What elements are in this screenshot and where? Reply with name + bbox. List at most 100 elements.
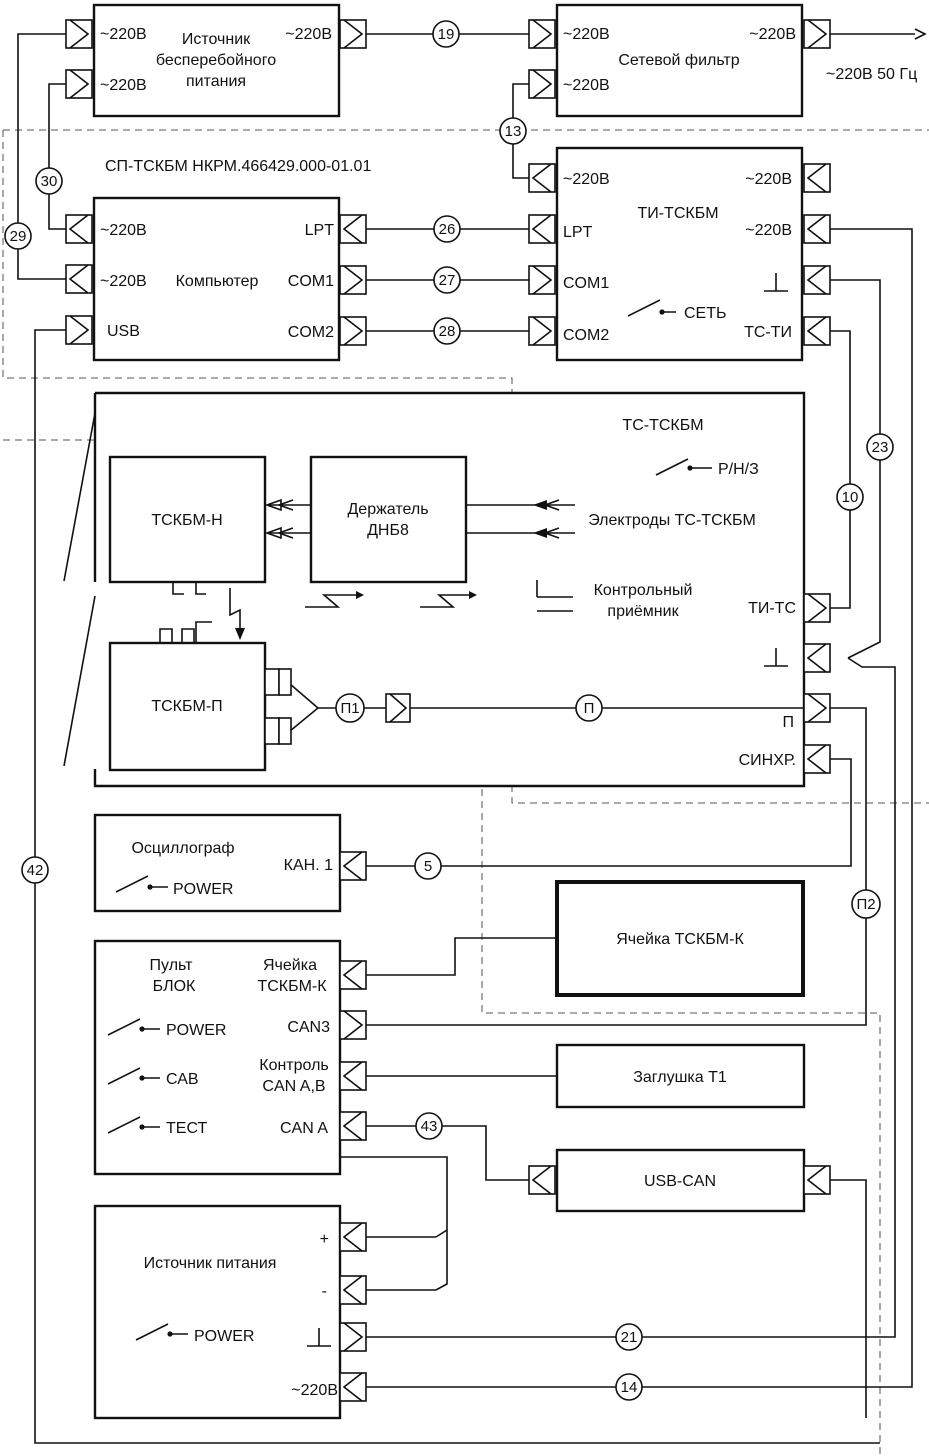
receiver-symbol [536,580,573,612]
ups-in-1-label: ~220В [100,26,147,43]
svg-text:ТЕСТ: ТЕСТ [166,1120,207,1137]
connector [65,264,93,294]
svg-text:23: 23 [872,439,889,456]
svg-text:COM1: COM1 [288,273,334,290]
svg-text:Пульт: Пульт [150,957,194,974]
connector [65,315,93,345]
connector [528,1165,556,1195]
marker-29: 29 [4,222,32,250]
svg-text:Электроды ТС-ТСКБМ: Электроды ТС-ТСКБМ [588,512,756,529]
connectors [65,19,831,1402]
connector [339,265,367,295]
svg-text:~220В: ~220В [563,77,610,94]
holder-block: Держатель ДНБ8 [309,455,468,584]
svg-text:Р/Н/З: Р/Н/З [718,461,759,478]
svg-text:ТСКБМ-Н: ТСКБМ-Н [151,512,222,529]
svg-text:БЛОК: БЛОК [153,978,196,995]
svg-text:POWER: POWER [166,1022,226,1039]
connector [339,1275,367,1305]
connector [528,214,556,244]
svg-text:COM2: COM2 [563,327,609,344]
pult-power-switch-icon [107,1018,160,1036]
usb-can-block: USB-CAN [555,1148,806,1213]
svg-text:Источник питания: Источник питания [144,1255,277,1272]
connector [803,693,831,723]
svg-text:-: - [322,1283,327,1300]
svg-text:ТСКБМ-П: ТСКБМ-П [151,698,222,715]
tskbm-p-block: ТСКБМ-П [108,641,267,772]
connector [803,265,831,295]
svg-text:27: 27 [439,272,456,289]
svg-text:LPT: LPT [563,224,593,241]
marker-23: 23 [866,433,894,461]
marker-43: 43 [415,1112,443,1140]
computer-block: Компьютер ~220В ~220В USB LPT COM1 COM2 [92,196,341,362]
svg-text:5: 5 [424,858,432,875]
svg-text:30: 30 [41,173,58,190]
connector [339,1372,367,1402]
svg-text:ДНБ8: ДНБ8 [367,522,409,539]
svg-text:ТС-ТСКБМ: ТС-ТСКБМ [622,417,703,434]
svg-text:~220В: ~220В [100,222,147,239]
ups-block: Источник бесперебойного питания ~220В ~2… [92,3,341,118]
tc-block-bracket-lines [63,412,96,767]
connector [803,163,831,193]
svg-text:~220В: ~220В [563,26,610,43]
connector [528,19,556,49]
marker-28: 28 [433,317,461,345]
connector [803,643,831,673]
connector [528,316,556,346]
svg-text:29: 29 [10,228,27,245]
marker-p2: П2 [851,889,881,919]
connector [339,19,367,49]
svg-text:СИНХР.: СИНХР. [739,752,796,769]
marker-p: П [575,694,603,722]
connector [339,1322,367,1352]
svg-text:Заглушка Т1: Заглушка Т1 [633,1069,727,1086]
plug-t1-block: Заглушка Т1 [555,1043,806,1109]
ups-in-2-label: ~220В [100,77,147,94]
group-label: СП-ТСКБМ НКРМ.466429.000-01.01 [105,158,371,175]
svg-text:COM1: COM1 [563,275,609,292]
svg-text:Контроль: Контроль [259,1057,329,1074]
svg-text:Осциллограф: Осциллограф [131,840,234,857]
svg-text:Ячейка: Ячейка [263,957,317,974]
svg-text:Ячейка ТСКБМ-К: Ячейка ТСКБМ-К [616,931,744,948]
marker-10: 10 [836,483,864,511]
connector [803,19,831,49]
rnz-switch-icon [655,458,712,476]
marker-p1: П1 [335,693,365,723]
svg-text:Контрольный: Контрольный [594,582,693,599]
svg-text:САВ: САВ [166,1071,199,1088]
wire-markers: 19 13 30 29 26 27 28 23 10 П1 П 5 42 П2 … [4,20,894,1401]
svg-text:питания: питания [186,73,246,90]
connector [803,1165,831,1195]
svg-text:21: 21 [621,1329,638,1346]
svg-text:POWER: POWER [173,881,233,898]
svg-text:10: 10 [842,489,859,506]
pult-block: Пульт БЛОК POWER САВ ТЕСТ Ячейка ТСКБМ-К… [93,939,342,1176]
marker-14: 14 [615,1373,643,1401]
svg-text:CAN A: CAN A [280,1120,328,1137]
svg-text:П: П [783,714,795,731]
svg-text:ТС-ТИ: ТС-ТИ [744,324,792,341]
svg-text:Держатель: Держатель [347,501,428,518]
connector [803,593,831,623]
svg-text:CAN3: CAN3 [287,1019,330,1036]
mains-label: ~220В 50 Гц [826,66,917,83]
marker-42: 42 [21,856,49,884]
connector [65,19,93,49]
connector [339,960,367,990]
connector [803,316,831,346]
tskbm-n-block: ТСКБМ-Н [108,455,267,584]
svg-text:13: 13 [505,123,522,140]
svg-text:приёмник: приёмник [607,603,679,620]
connector [65,69,93,99]
svg-text:П1: П1 [340,700,359,717]
ti-tskbm-block: ТИ-ТСКБМ ~220В LPT COM1 COM2 ~220В ~220В… [555,146,804,362]
group-boundary-computer [2,129,929,804]
svg-text:Сетевой фильтр: Сетевой фильтр [618,52,739,69]
connector [528,69,556,99]
svg-text:Компьютер: Компьютер [176,273,259,290]
